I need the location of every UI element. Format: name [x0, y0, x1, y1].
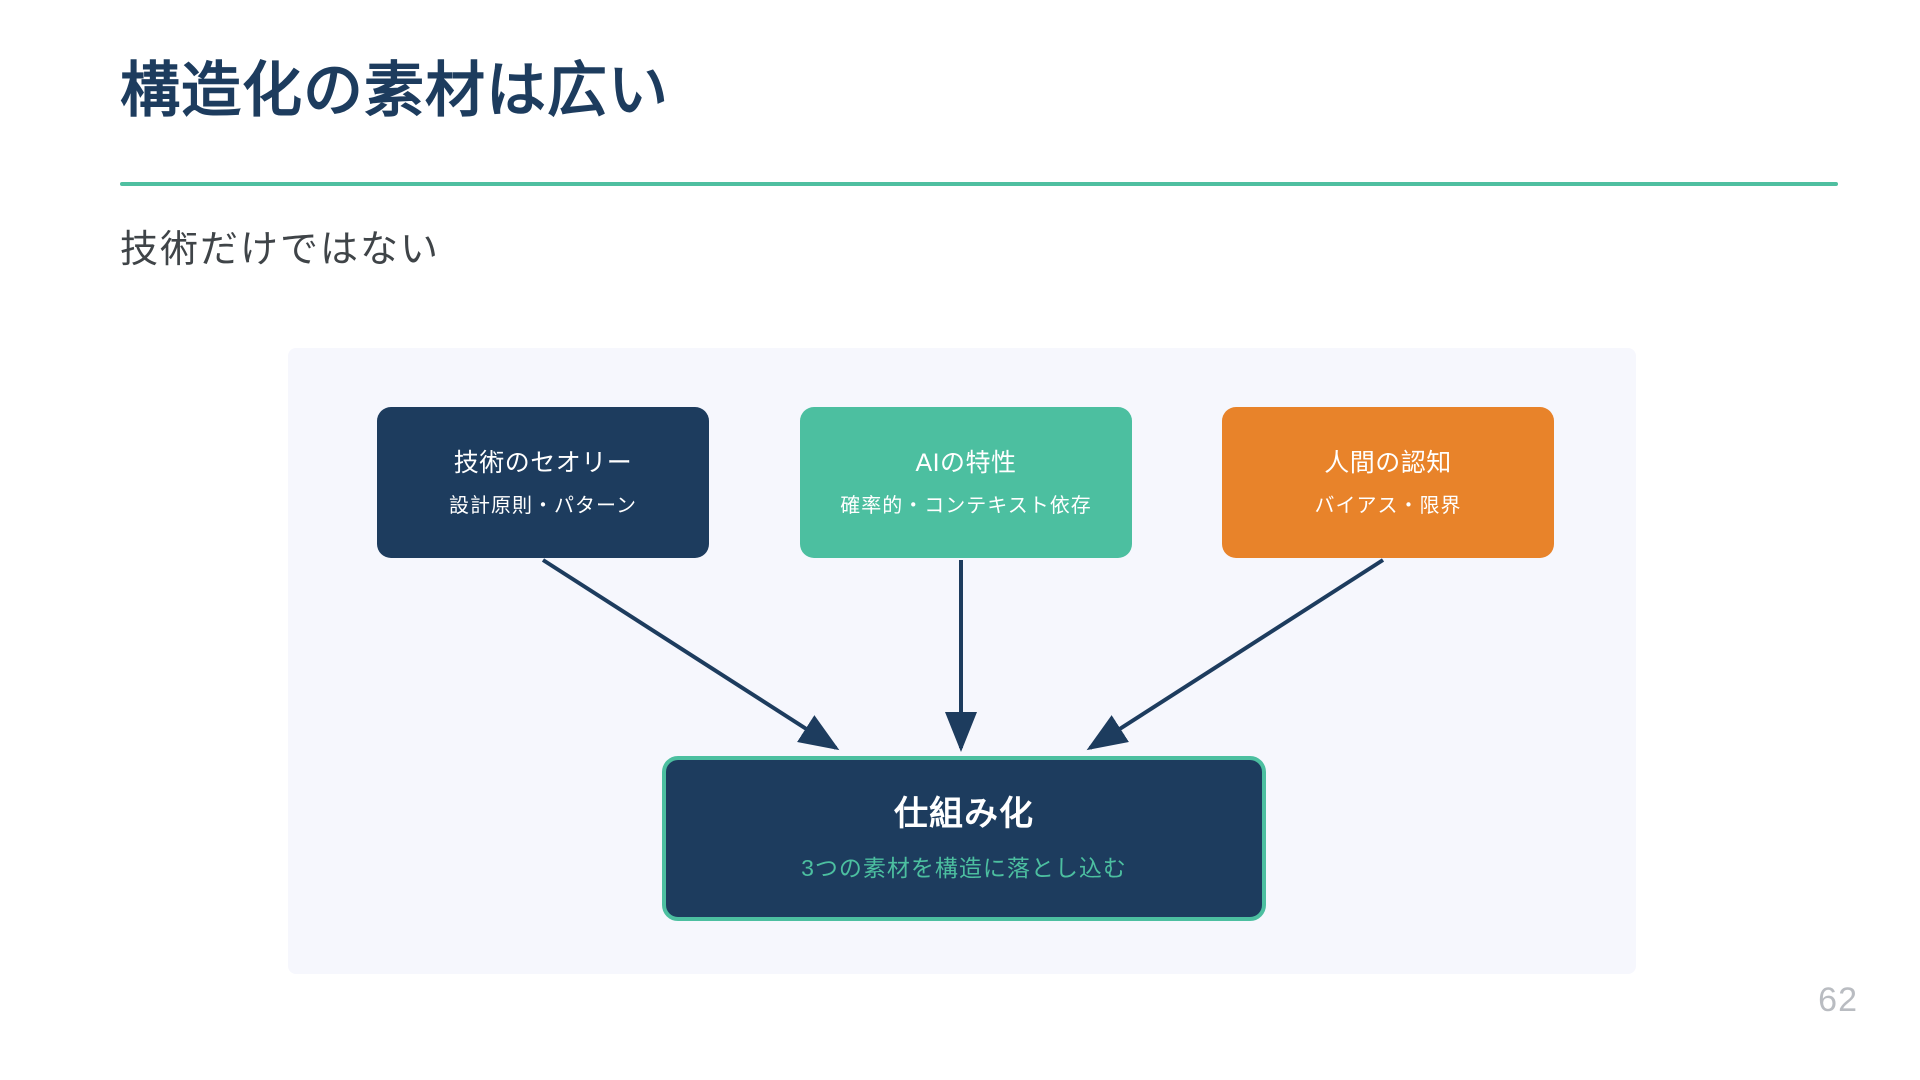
diagram-node-systematization[interactable]: 仕組み化 3つの素材を構造に落とし込む [662, 756, 1266, 921]
node-title: 人間の認知 [1324, 448, 1452, 477]
node-subtitle: 3つの素材を構造に落とし込む [801, 855, 1127, 882]
page-subtitle: 技術だけではない [120, 229, 441, 271]
node-subtitle: 確率的・コンテキスト依存 [840, 494, 1092, 517]
diagram-node-ai-traits[interactable]: AIの特性 確率的・コンテキスト依存 [800, 407, 1132, 558]
node-subtitle: 設計原則・パターン [449, 494, 637, 517]
diagram-node-human-cognition[interactable]: 人間の認知 バイアス・限界 [1222, 407, 1554, 558]
node-subtitle: バイアス・限界 [1314, 494, 1462, 517]
page-number: 62 [1818, 981, 1858, 1019]
node-title: 技術のセオリー [453, 448, 633, 477]
node-title: AIの特性 [915, 448, 1017, 477]
page-title: 構造化の素材は広い [120, 57, 669, 124]
title-underline-rule [120, 182, 1838, 186]
diagram-node-tech-theory[interactable]: 技術のセオリー 設計原則・パターン [377, 407, 709, 558]
node-title: 仕組み化 [894, 795, 1034, 834]
